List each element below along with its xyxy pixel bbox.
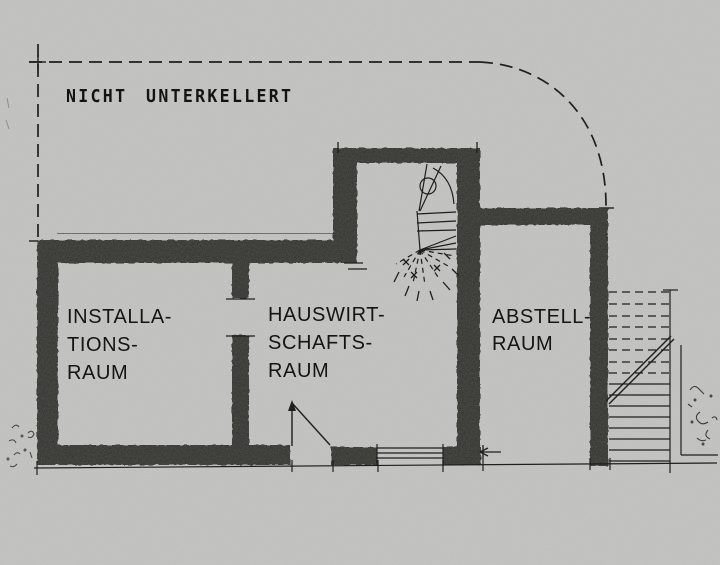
- room-label-line: TIONS-: [67, 334, 139, 356]
- room-label-line: RAUM: [492, 333, 554, 355]
- room-label-line: HAUSWIRT-: [268, 304, 386, 326]
- room-label-line: ABSTELL-: [492, 306, 592, 328]
- room-label-abstellraum: ABSTELL- RAUM: [492, 304, 591, 358]
- room-label-line: RAUM: [268, 360, 330, 382]
- room-label-hauswirtschaftsraum: HAUSWIRT- SCHAFTS- RAUM: [268, 301, 385, 385]
- room-label-installationsraum: INSTALLA- TIONS- RAUM: [67, 303, 172, 387]
- room-label-line: RAUM: [67, 362, 129, 384]
- annotation-nicht-unterkellert: NICHT UNTERKELLERT: [66, 86, 294, 107]
- room-label-line: INSTALLA-: [67, 306, 173, 328]
- room-label-line: SCHAFTS-: [268, 332, 373, 354]
